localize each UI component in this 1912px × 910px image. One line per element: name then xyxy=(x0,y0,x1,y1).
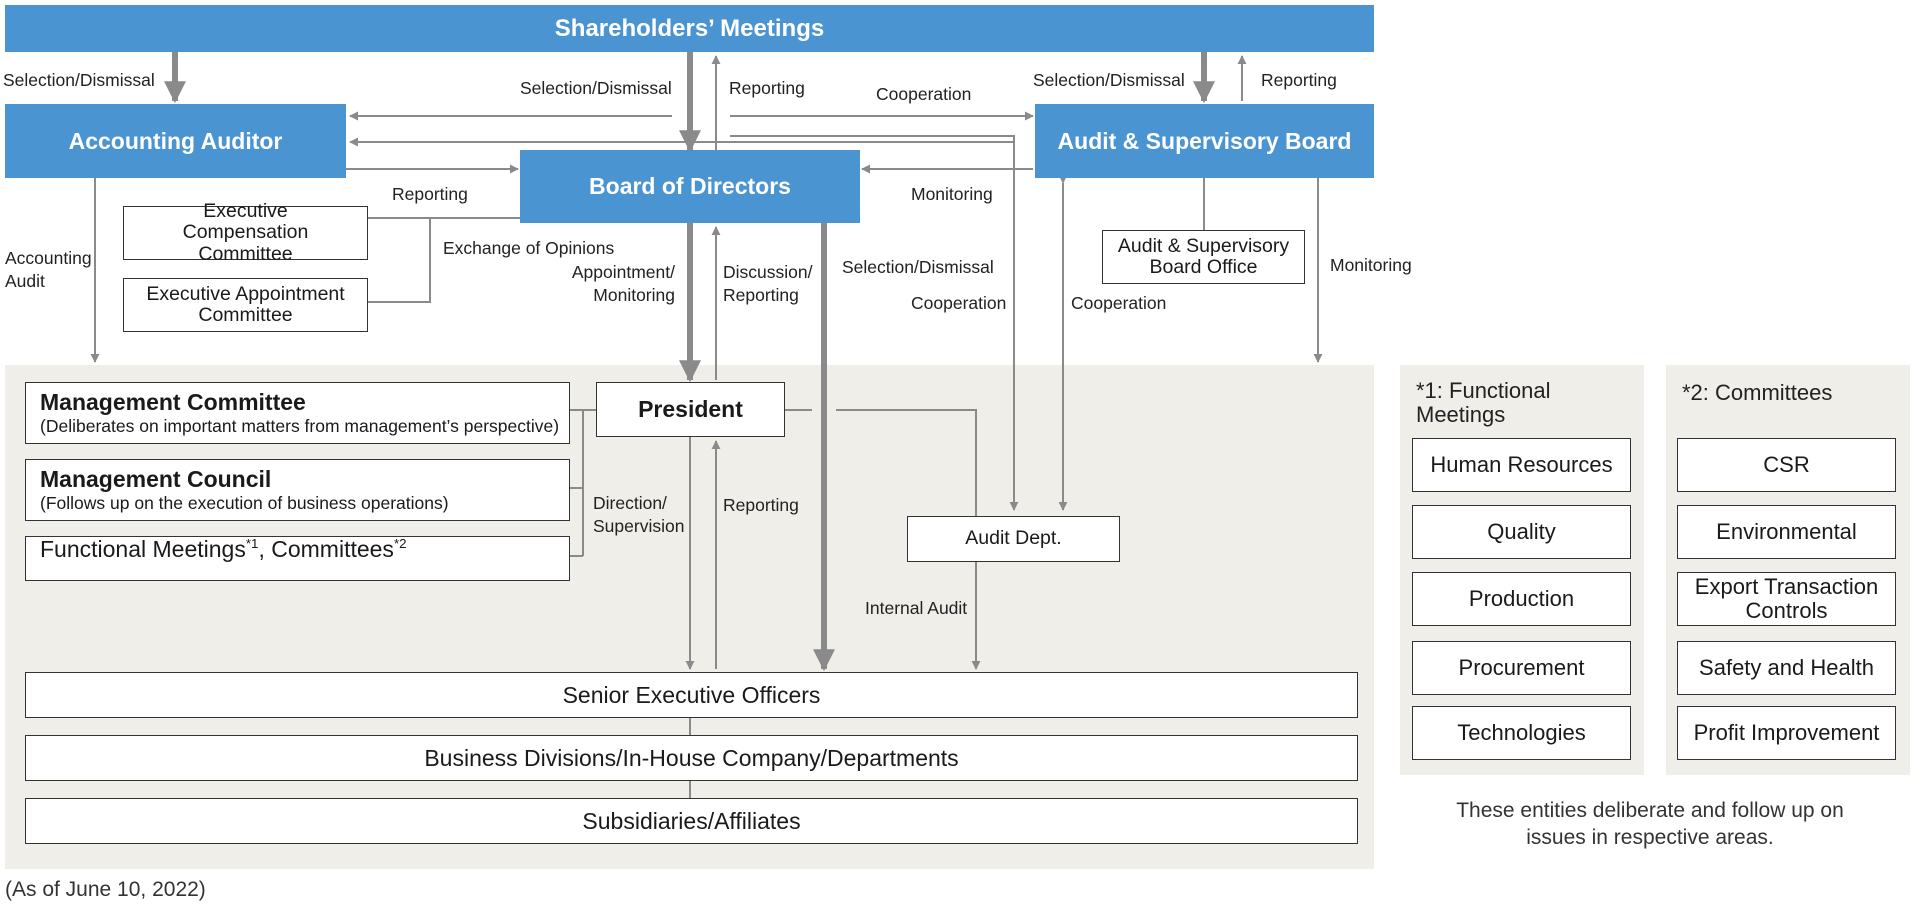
label-selection-dismissal-center: Selection/Dismissal xyxy=(520,78,672,98)
audit-supervisory-board: Audit & Supervisory Board xyxy=(1035,104,1374,178)
label-reporting-lower: Reporting xyxy=(723,495,799,515)
label-cooperation-lower-1: Cooperation xyxy=(911,293,1007,313)
committees-ref: *2 xyxy=(393,536,407,551)
cm-item-safety-and-health: Safety and Health xyxy=(1677,641,1896,695)
management-committee-title: Management Committee xyxy=(40,389,306,416)
executive-compensation-committee: Executive Compensation Committee xyxy=(123,201,368,264)
cm-item-export-transaction-controls: Export Transaction Controls xyxy=(1677,572,1896,626)
label-cooperation-top: Cooperation xyxy=(876,84,972,104)
committees-text: , Committees xyxy=(258,536,394,562)
audit-dept-label: Audit Dept. xyxy=(965,527,1062,550)
label-reporting-top: Reporting xyxy=(729,78,805,98)
functional-meetings-title: *1: Functional Meetings xyxy=(1416,378,1551,428)
functional-meetings-text: Functional Meetings xyxy=(40,536,246,562)
executive-appointment-label: Executive Appointment Committee xyxy=(146,282,345,326)
label-internal-audit: Internal Audit xyxy=(865,598,968,618)
subsidiaries-affiliates: Subsidiaries/Affiliates xyxy=(25,798,1358,844)
management-committee: Management Committee (Deliberates on imp… xyxy=(25,382,570,444)
board-of-directors: Board of Directors xyxy=(520,150,860,223)
executive-appointment-committee: Executive Appointment Committee xyxy=(123,278,368,332)
president: President xyxy=(596,382,785,437)
management-committee-desc: (Deliberates on important matters from m… xyxy=(40,415,560,436)
fm-item-production: Production xyxy=(1412,572,1631,626)
management-council-title: Management Council xyxy=(40,466,272,493)
arrow-selection-to-audit-dept xyxy=(730,135,1019,511)
label-selection-dismissal-left: Selection/Dismissal xyxy=(3,70,155,90)
label-selection-dismissal-lower: Selection/Dismissal xyxy=(842,257,994,277)
label-reporting-right: Reporting xyxy=(1261,70,1337,90)
connector-committees-to-board xyxy=(368,217,431,303)
label-appointment-monitoring: Appointment/ Monitoring xyxy=(571,262,675,305)
cm-item-profit-improvement: Profit Improvement xyxy=(1677,706,1896,760)
business-divisions: Business Divisions/In-House Company/Depa… xyxy=(25,735,1358,781)
management-council-desc: (Follows up on the execution of business… xyxy=(40,492,449,513)
senior-executive-officers: Senior Executive Officers xyxy=(25,672,1358,718)
label-discussion-reporting: Discussion/ Reporting xyxy=(723,262,813,305)
side-note: These entities deliberate and follow up … xyxy=(1456,799,1844,850)
label-direction-supervision: Direction/ Supervision xyxy=(593,493,685,536)
label-exchange-of-opinions: Exchange of Opinions xyxy=(443,238,615,258)
executive-compensation-label: Executive Compensation Committee xyxy=(182,200,309,265)
functional-meetings-ref: *1 xyxy=(245,536,259,551)
footnote-date: (As of June 10, 2022) xyxy=(5,878,206,901)
accounting-auditor: Accounting Auditor xyxy=(5,104,346,178)
fm-item-technologies: Technologies xyxy=(1412,706,1631,760)
functional-meetings-committees: Functional Meetings*1, Committees*2 xyxy=(25,536,570,581)
president-label: President xyxy=(638,396,743,423)
senior-executive-officers-label: Senior Executive Officers xyxy=(562,681,821,708)
label-monitoring-mid: Monitoring xyxy=(911,184,993,204)
management-council: Management Council (Follows up on the ex… xyxy=(25,459,570,521)
fm-item-human-resources: Human Resources xyxy=(1412,438,1631,492)
connector-president-audit-b xyxy=(836,409,977,516)
label-reporting-mid: Reporting xyxy=(392,184,468,204)
label-cooperation-lower-2: Cooperation xyxy=(1071,293,1167,313)
committees-title: *2: Committees xyxy=(1682,380,1833,405)
shareholders-meetings: Shareholders’ Meetings xyxy=(5,5,1374,52)
business-divisions-label: Business Divisions/In-House Company/Depa… xyxy=(424,744,959,771)
fm-item-quality: Quality xyxy=(1412,505,1631,559)
fm-item-procurement: Procurement xyxy=(1412,641,1631,695)
label-monitoring-right: Monitoring xyxy=(1330,255,1412,275)
asb-office: Audit & Supervisory Board Office xyxy=(1102,230,1305,284)
label-selection-dismissal-right: Selection/Dismissal xyxy=(1033,70,1185,90)
audit-dept: Audit Dept. xyxy=(907,516,1120,562)
subsidiaries-affiliates-label: Subsidiaries/Affiliates xyxy=(582,807,801,834)
cm-item-csr: CSR xyxy=(1677,438,1896,492)
asb-office-label: Audit & Supervisory Board Office xyxy=(1117,234,1290,278)
cm-item-environmental: Environmental xyxy=(1677,505,1896,559)
label-accounting-audit: Accounting Audit xyxy=(5,248,92,291)
